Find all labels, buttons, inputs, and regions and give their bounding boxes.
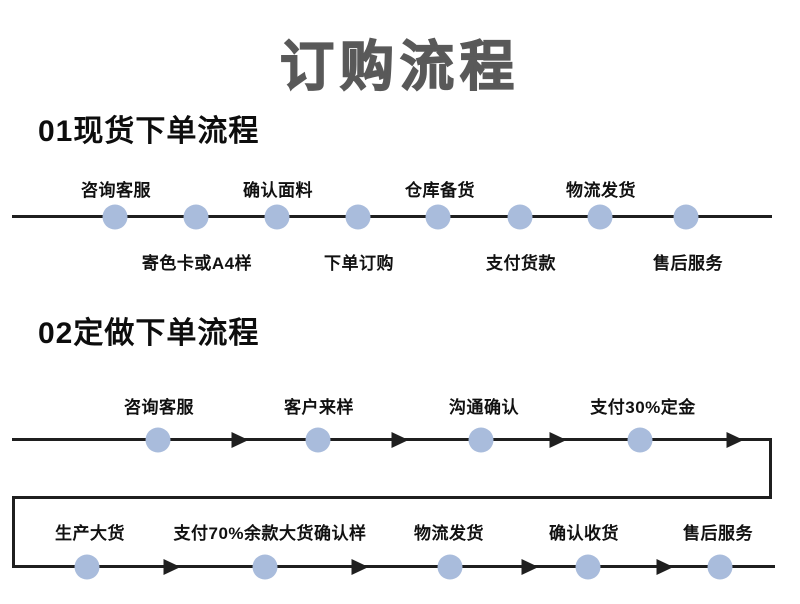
- step-label: 咨询客服: [124, 398, 194, 417]
- arrow-right-icon: [726, 432, 744, 448]
- arrow-right-icon: [163, 559, 181, 575]
- step-label: 下单订购: [324, 254, 394, 273]
- flow-dot: [437, 554, 463, 580]
- flow-line-spot: [12, 215, 772, 218]
- flow-dot: [468, 427, 494, 453]
- section-header-spot: 01现货下单流程: [38, 115, 260, 148]
- step-label: 仓库备货: [405, 181, 475, 200]
- step-label: 确认面料: [243, 181, 313, 200]
- flow-dot: [183, 204, 209, 230]
- flow-connector-left-vertical: [12, 496, 15, 568]
- flow-dot: [252, 554, 278, 580]
- step-label: 售后服务: [653, 254, 723, 273]
- arrow-right-icon: [549, 432, 567, 448]
- step-label: 支付70%余款大货确认样: [173, 524, 367, 543]
- flow-dot: [305, 427, 331, 453]
- flow-dot: [587, 204, 613, 230]
- flow-dot: [345, 204, 371, 230]
- arrow-right-icon: [351, 559, 369, 575]
- step-label: 生产大货: [55, 524, 125, 543]
- step-label: 寄色卡或A4样: [141, 254, 253, 273]
- page-title: 订购流程: [279, 36, 520, 98]
- flow-connector-right-vertical: [769, 438, 772, 499]
- arrow-right-icon: [521, 559, 539, 575]
- step-label: 支付货款: [486, 254, 556, 273]
- step-label: 咨询客服: [81, 181, 151, 200]
- flow-dot: [74, 554, 100, 580]
- step-label: 支付30%定金: [590, 398, 696, 417]
- section-header-custom: 02定做下单流程: [38, 317, 260, 350]
- arrow-right-icon: [656, 559, 674, 575]
- flow-line-custom-bottom: [12, 565, 775, 568]
- flow-dot: [425, 204, 451, 230]
- flow-dot: [627, 427, 653, 453]
- step-label: 确认收货: [549, 524, 619, 543]
- step-label: 客户来样: [284, 398, 354, 417]
- flow-connector-return: [12, 496, 772, 499]
- flow-dot: [507, 204, 533, 230]
- flow-dot: [707, 554, 733, 580]
- flow-dot: [145, 427, 171, 453]
- arrow-right-icon: [231, 432, 249, 448]
- step-label: 沟通确认: [449, 398, 519, 417]
- step-label: 售后服务: [683, 524, 753, 543]
- arrow-right-icon: [391, 432, 409, 448]
- flow-dot: [264, 204, 290, 230]
- flow-dot: [575, 554, 601, 580]
- flow-dot: [102, 204, 128, 230]
- step-label: 物流发货: [414, 524, 484, 543]
- flow-dot: [673, 204, 699, 230]
- step-label: 物流发货: [566, 181, 636, 200]
